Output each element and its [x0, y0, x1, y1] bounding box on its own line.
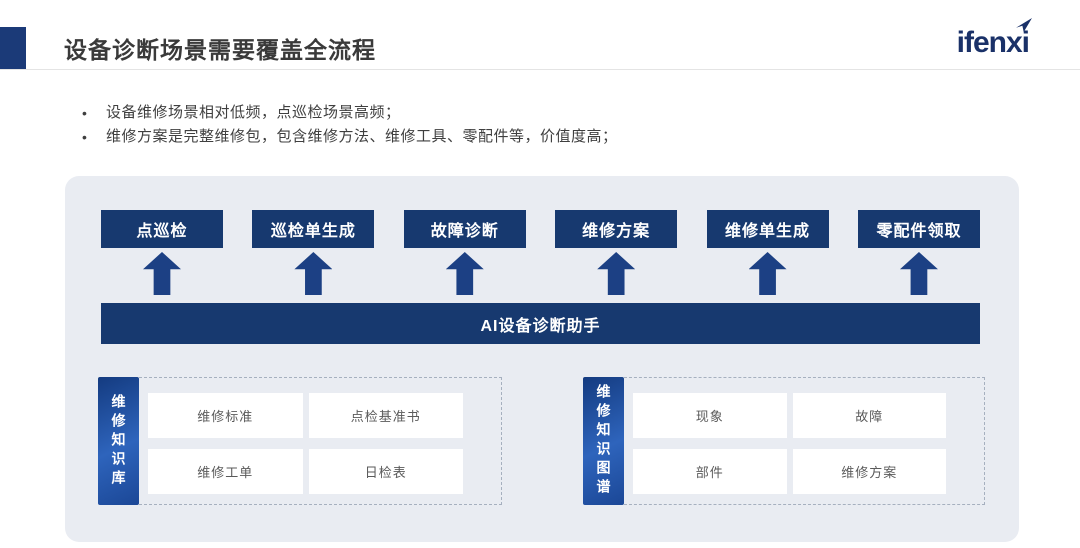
knowledge-section-repair-kb: 维修知识库 维修标准 点检基准书 维修工单 日检表	[98, 377, 502, 505]
knowledge-item: 维修方案	[792, 449, 946, 494]
stage-box: 零配件领取	[857, 210, 980, 248]
up-arrow-icon	[899, 252, 938, 295]
diagram-panel: 点巡检 巡检单生成 故障诊断 维修方案 维修单生成 零配件领取 AI设备诊断助手…	[65, 176, 1019, 542]
knowledge-section-body: 现象 故障 部件 维修方案	[624, 377, 985, 505]
bullet-marker: •	[82, 129, 87, 145]
stage-box: 点巡检	[101, 210, 223, 248]
logo-text: ifenxi	[956, 26, 1030, 59]
up-arrow-icon	[445, 252, 484, 295]
up-arrow-icon	[143, 252, 181, 295]
ai-assistant-bar: AI设备诊断助手	[101, 303, 980, 344]
up-arrow-icon	[294, 252, 333, 295]
stage-row: 点巡检 巡检单生成 故障诊断 维修方案 维修单生成 零配件领取	[101, 210, 980, 248]
ifenxi-logo: ifenxi	[956, 18, 1032, 60]
bullet-text: 维修方案是完整维修包，包含维修方法、维修工具、零配件等，价值度高；	[106, 128, 618, 145]
stage-box: 巡检单生成	[252, 210, 375, 248]
knowledge-section-label: 维修知识库	[98, 377, 139, 505]
arrow-row	[101, 252, 980, 295]
knowledge-item: 维修工单	[148, 449, 303, 494]
bullet-item: • 设备维修场景相对低频，点巡检场景高频；	[80, 101, 618, 125]
bullet-item: • 维修方案是完整维修包，包含维修方法、维修工具、零配件等，价值度高；	[80, 125, 618, 149]
bullet-text: 设备维修场景相对低频，点巡检场景高频；	[106, 104, 401, 121]
knowledge-item: 维修标准	[148, 393, 303, 438]
page-title: 设备诊断场景需要覆盖全流程	[64, 37, 376, 63]
bullet-list: • 设备维修场景相对低频，点巡检场景高频； • 维修方案是完整维修包，包含维修方…	[80, 101, 618, 149]
knowledge-item: 故障	[792, 393, 946, 438]
bullet-marker: •	[82, 105, 87, 121]
knowledge-item: 日检表	[308, 449, 463, 494]
stage-box: 故障诊断	[403, 210, 526, 248]
title-accent-square	[0, 27, 26, 69]
slide-header: 设备诊断场景需要覆盖全流程 ifenxi	[0, 0, 1080, 70]
stage-box: 维修方案	[555, 210, 678, 248]
knowledge-item: 部件	[633, 449, 787, 494]
up-arrow-icon	[748, 252, 787, 295]
up-arrow-icon	[597, 252, 636, 295]
stage-box: 维修单生成	[706, 210, 829, 248]
knowledge-item: 点检基准书	[308, 393, 463, 438]
knowledge-section-label: 维修知识图谱	[583, 377, 624, 505]
knowledge-section-body: 维修标准 点检基准书 维修工单 日检表	[139, 377, 502, 505]
knowledge-section-repair-graph: 维修知识图谱 现象 故障 部件 维修方案	[583, 377, 985, 505]
knowledge-item: 现象	[633, 393, 787, 438]
